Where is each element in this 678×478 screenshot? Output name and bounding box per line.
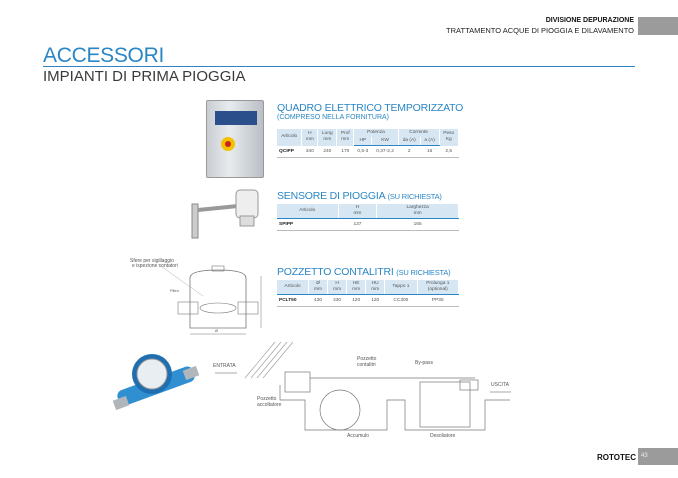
svg-text:contalitri: contalitri (357, 362, 376, 368)
svg-text:e ispezione contatori: e ispezione contatori (132, 263, 178, 269)
svg-text:Pozzetto: Pozzetto (257, 396, 277, 402)
svg-text:By-pass: By-pass (415, 360, 434, 366)
rain-sensor-image (191, 189, 259, 239)
svg-text:Pozzetto: Pozzetto (357, 356, 377, 362)
product-sensore: SENSORE DI PIOGGIA (SU RICHIESTA) Artico… (277, 190, 459, 232)
svg-text:Accumulo: Accumulo (347, 433, 369, 439)
product-title: QUADRO ELETTRICO TEMPORIZZATO (277, 102, 464, 114)
product-note: (SU RICHIESTA) (396, 268, 451, 277)
page-number: 43 (638, 448, 678, 465)
brand-footer: ROTOTEC (597, 453, 636, 462)
division-label: DIVISIONE DEPURAZIONE (545, 17, 634, 24)
product-quadro: QUADRO ELETTRICO TEMPORIZZATO (COMPRESO … (277, 102, 464, 159)
product-title: SENSORE DI PIOGGIA (277, 190, 385, 202)
page-subtitle: IMPIANTI DI PRIMA PIOGGIA (43, 68, 246, 85)
svg-text:accoltatore: accoltatore (257, 402, 282, 408)
svg-text:USCITA: USCITA (491, 382, 510, 388)
title-rule (43, 66, 635, 67)
product-title: POZZETTO CONTALITRI (277, 266, 394, 278)
section-subtitle: TRATTAMENTO ACQUE DI PIOGGIA E DILAVAMEN… (446, 26, 634, 35)
meter-technical-drawing: Sfere per sigillaggio e ispezione contat… (130, 258, 262, 335)
svg-text:ENTRATA: ENTRATA (213, 363, 236, 369)
installation-scheme: ENTRATA Pozzetto contalitri By-pass USCI… (213, 341, 511, 439)
svg-text:Ø: Ø (215, 328, 218, 333)
svg-text:Desoliatore: Desoliatore (430, 433, 456, 439)
product-note: (SU RICHIESTA) (387, 192, 442, 201)
svg-text:Filtro: Filtro (170, 288, 180, 293)
product-pozzetto: POZZETTO CONTALITRI (SU RICHIESTA) Artic… (277, 266, 460, 308)
header-tab (638, 17, 678, 35)
control-panel-image (206, 100, 264, 178)
water-meter-image (112, 354, 200, 411)
product-note: (COMPRESO NELLA FORNITURA) (277, 114, 390, 121)
page-title: ACCESSORI (43, 44, 164, 67)
svg-text:Sfere per sigillaggio: Sfere per sigillaggio (130, 258, 174, 264)
